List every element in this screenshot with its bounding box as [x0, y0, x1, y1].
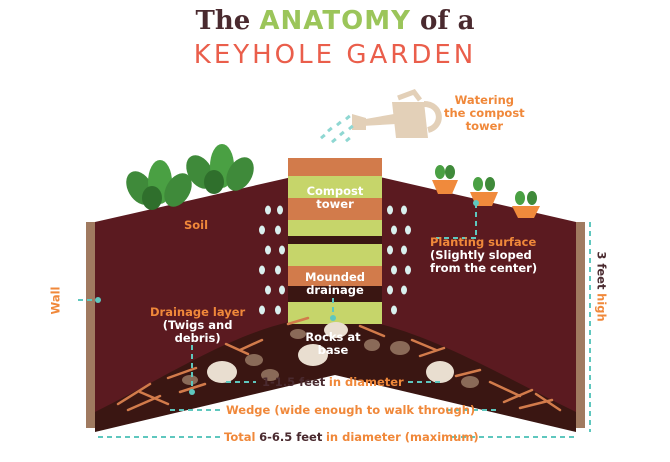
total-suffix: in diameter (maximum) [325, 430, 479, 444]
carrot-icon [512, 191, 540, 218]
diameter-label: 1-1.5 feet in diameter [262, 376, 404, 389]
compost-label-line1: Compost [306, 184, 364, 198]
drainage-layer-label: Drainage layer (Twigs and debris) [150, 306, 245, 345]
planting-line3: from the center) [430, 261, 538, 275]
twigs [116, 316, 562, 412]
diameter-word: in diameter [328, 375, 404, 389]
rocks [182, 322, 479, 388]
carrot-icon [432, 165, 458, 194]
leafy-plant-icon [126, 160, 192, 210]
height-label: 3 feet high [594, 251, 609, 322]
compost-label-line2: tower [316, 197, 354, 211]
height-value: 3 feet [594, 251, 609, 290]
watering-can-icon [352, 89, 442, 138]
total-value: 6-6.5 feet [259, 430, 323, 444]
planting-title: Planting surface [430, 235, 537, 249]
rocks-line1: Rocks at [305, 330, 361, 344]
drainage-line2: (Twigs and [162, 318, 233, 332]
water-drops [259, 205, 411, 315]
rocks-label: Rocks at base [296, 331, 370, 357]
soil-label: Soil [184, 218, 209, 232]
title-highlight: ANATOMY [259, 6, 411, 36]
height-word: high [594, 293, 609, 322]
title-line-1: The ANATOMY of a [0, 6, 670, 36]
title-prefix: The [195, 6, 251, 36]
wall-label: Wall [48, 286, 63, 315]
left-wall [86, 222, 95, 428]
mounded-drainage-label: Mounded drainage [288, 271, 382, 297]
wedge-path [95, 375, 576, 432]
planting-surface-label: Planting surface (Slightly sloped from t… [430, 236, 537, 275]
watering-label-line1: Watering [454, 93, 515, 107]
mounded-line1: Mounded [305, 270, 365, 284]
compost-tower-label: Compost tower [288, 185, 382, 211]
title-line-2: KEYHOLE GARDEN [193, 40, 477, 70]
compost-tower [288, 158, 382, 324]
drainage-line3: debris) [174, 331, 221, 345]
drainage-mound [95, 316, 576, 432]
leafy-plant-icon [186, 144, 254, 194]
planting-line2: (Slightly sloped [430, 248, 532, 262]
water-spray [320, 114, 354, 144]
drainage-title: Drainage layer [150, 305, 246, 319]
watering-label: Watering the compost tower [444, 94, 525, 133]
dashed-guides [78, 203, 591, 438]
mounded-line2: drainage [306, 283, 364, 297]
watering-label-line3: tower [465, 119, 504, 133]
watering-label-line2: the compost [444, 106, 525, 120]
total-diameter-label: Total 6-6.5 feet in diameter (maximum) [224, 431, 479, 444]
title-suffix: of a [420, 6, 475, 36]
wedge-label: Wedge (wide enough to walk through) [226, 403, 476, 417]
total-prefix: Total [224, 430, 256, 444]
diameter-value: 1-1.5 feet [262, 375, 326, 389]
rocks-line2: base [317, 343, 349, 357]
guide-dots [95, 200, 479, 395]
right-wall [576, 222, 585, 428]
